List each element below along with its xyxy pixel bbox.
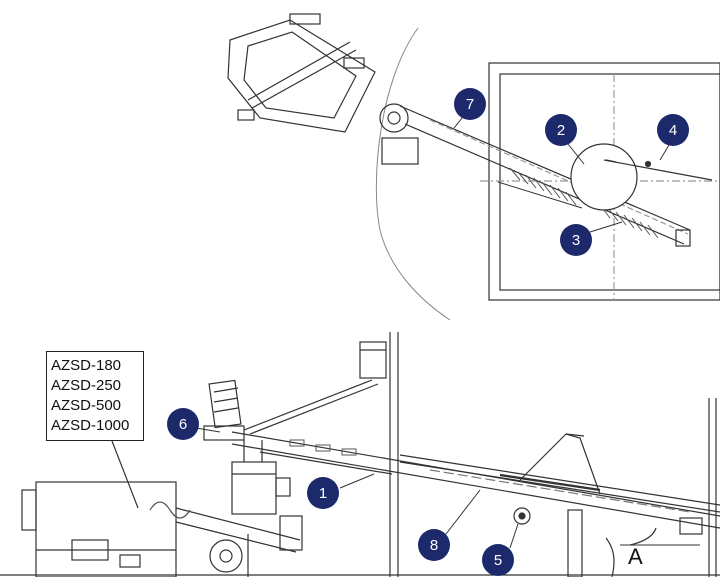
svg-text:5: 5 bbox=[494, 552, 502, 569]
callout-4: 4 bbox=[657, 114, 689, 146]
svg-text:2: 2 bbox=[557, 122, 565, 139]
callout-8: 8 bbox=[418, 529, 450, 561]
side-hopper bbox=[21, 481, 177, 577]
conveyor-section-2 bbox=[399, 454, 720, 535]
model-label: AZSD-250 bbox=[51, 377, 122, 394]
callout-3: 3 bbox=[560, 224, 592, 256]
callout-7: 7 bbox=[454, 88, 486, 120]
conveyor-tube-top bbox=[399, 105, 691, 245]
svg-text:4: 4 bbox=[669, 122, 677, 139]
side-view bbox=[0, 332, 720, 577]
callout-6: 6 bbox=[167, 408, 199, 440]
bin-outline-inner bbox=[499, 73, 720, 291]
tie-rod bbox=[243, 379, 373, 431]
model-label: AZSD-500 bbox=[51, 397, 122, 414]
callout-1: 1 bbox=[307, 477, 339, 509]
upper-motor bbox=[359, 341, 387, 379]
callout-2: 2 bbox=[545, 114, 577, 146]
svg-text:3: 3 bbox=[572, 232, 580, 249]
svg-text:8: 8 bbox=[430, 537, 438, 554]
model-label: AZSD-1000 bbox=[51, 417, 130, 434]
feeder-tube bbox=[149, 501, 303, 553]
top-view bbox=[227, 13, 720, 321]
drive-motor bbox=[203, 379, 245, 441]
gearbox bbox=[231, 461, 277, 515]
model-label: AZSD-180 bbox=[51, 357, 122, 374]
wheel bbox=[209, 539, 243, 573]
bin-outline-outer bbox=[488, 62, 720, 301]
intake-hopper bbox=[227, 13, 376, 133]
screw-flight-top bbox=[497, 167, 659, 239]
spreader-arm bbox=[603, 159, 713, 181]
angle-arc bbox=[629, 527, 657, 546]
motor-block bbox=[381, 137, 419, 165]
support-leg bbox=[567, 509, 583, 577]
drive-pulley bbox=[379, 103, 409, 133]
support-frame bbox=[519, 433, 601, 495]
angle-label: A bbox=[628, 544, 643, 569]
model-leader bbox=[111, 440, 139, 509]
svg-text:7: 7 bbox=[466, 96, 474, 113]
callout-5: 5 bbox=[482, 544, 514, 576]
svg-text:1: 1 bbox=[319, 485, 327, 502]
callout-leaders bbox=[195, 107, 673, 549]
distributor-disc bbox=[570, 143, 638, 211]
bearing-unit bbox=[513, 507, 531, 525]
model-list-box: AZSD-180 AZSD-250 AZSD-500 AZSD-1000 bbox=[46, 351, 144, 441]
swing-radius-arc bbox=[375, 27, 451, 321]
callout-badges: 7 2 4 3 6 1 8 5 bbox=[167, 88, 689, 576]
conveyor-tube-side bbox=[231, 431, 720, 529]
svg-text:6: 6 bbox=[179, 416, 187, 433]
